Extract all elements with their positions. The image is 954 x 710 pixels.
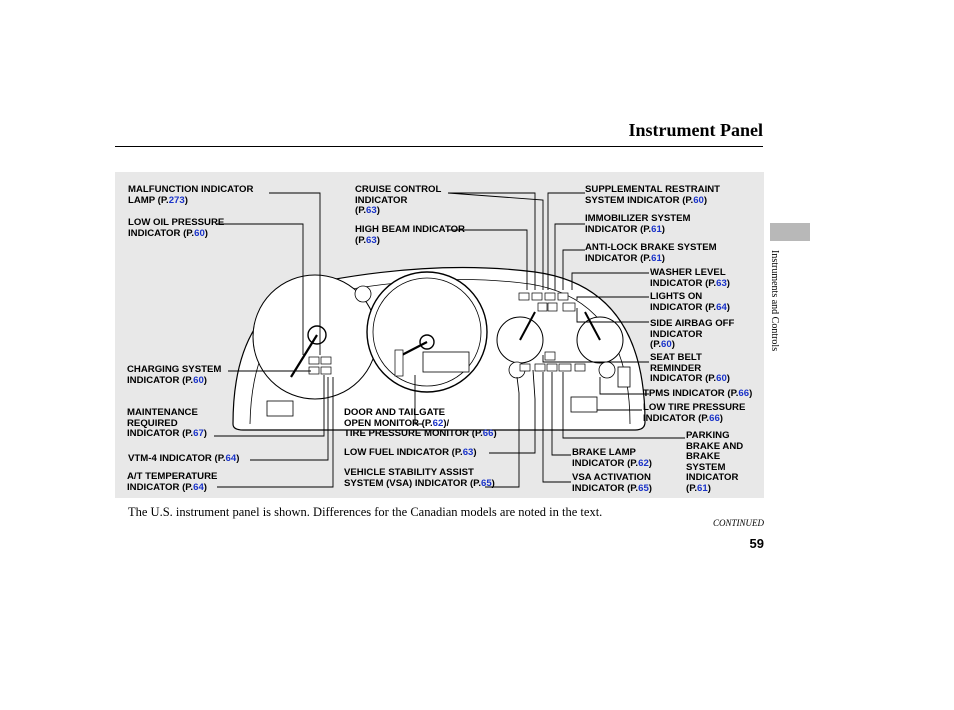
section-tab (770, 223, 810, 241)
section-tab-label: Instruments and Controls (769, 250, 780, 352)
title-rule (115, 146, 763, 147)
label-high-beam: HIGH BEAM INDICATOR(P.63) (355, 224, 465, 246)
label-tpms: TPMS INDICATOR (P.66) (643, 388, 753, 399)
page-title: Instrument Panel (628, 120, 764, 140)
continued-note: CONTINUED (712, 518, 764, 528)
figure-caption: The U.S. instrument panel is shown. Diff… (128, 505, 603, 519)
instrument-cluster-drawing (214, 192, 685, 488)
page-number: 59 (749, 536, 764, 551)
label-low-fuel: LOW FUEL INDICATOR (P.63) (344, 447, 477, 458)
label-vtm4-indicator: VTM-4 INDICATOR (P.64) (128, 453, 240, 464)
